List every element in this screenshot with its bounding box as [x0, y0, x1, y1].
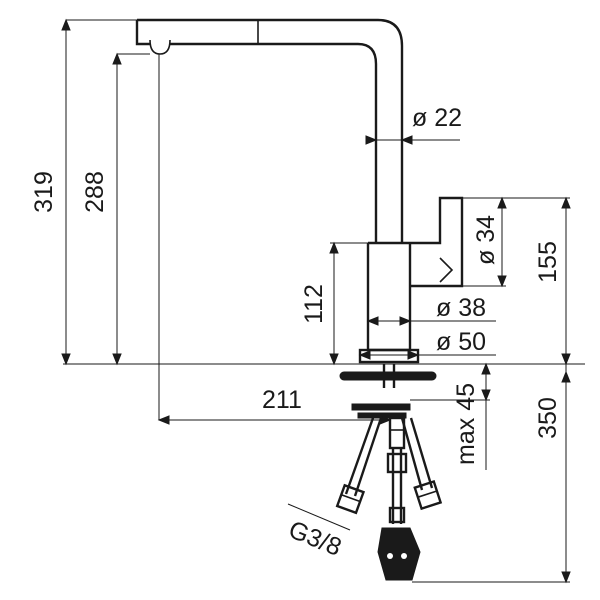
- label-diameter-base: ø 50: [436, 328, 486, 356]
- center-hose-sleeve: [388, 506, 406, 524]
- center-hose-connector: [388, 416, 406, 450]
- lever-detail: [439, 257, 454, 283]
- center-hose-clip: [386, 452, 408, 474]
- deck-mounting: [63, 363, 585, 419]
- hose-right-fitting: [413, 479, 443, 511]
- counterweight-hole-left: [387, 553, 393, 559]
- label-diameter-body: ø 38: [436, 294, 486, 322]
- base-plate: [358, 348, 420, 364]
- label-diameter-spout: ø 22: [412, 104, 462, 132]
- spout-outer-line: [137, 18, 404, 243]
- spray-nozzle: [149, 39, 171, 55]
- label-hose-length: 350: [534, 397, 562, 439]
- label-diameter-handle: ø 34: [472, 215, 500, 265]
- arrowheads: [61, 18, 571, 584]
- hose-left-a: [344, 417, 375, 495]
- label-max-deck: max 45: [452, 383, 480, 465]
- hose-left-b: [353, 417, 383, 497]
- counterweight: [377, 527, 421, 581]
- label-reach: 211: [262, 386, 302, 414]
- label-thread: G3/8: [285, 515, 346, 561]
- label-height-total: 319: [30, 171, 58, 213]
- label-height-body: 112: [300, 284, 328, 324]
- center-hose: [391, 448, 403, 524]
- lever-handle: [410, 196, 464, 288]
- hoses: [335, 416, 443, 581]
- spout-outline: [135, 18, 404, 243]
- dim-thread-leader: [287, 503, 351, 531]
- counterweight-hole-right: [401, 553, 407, 559]
- hose-right-b: [409, 417, 434, 489]
- label-height-handle: 155: [534, 241, 562, 283]
- label-height-spout: 288: [81, 171, 109, 213]
- mounting-washer-top: [339, 371, 437, 381]
- hose-left-fitting: [335, 483, 366, 515]
- spout-inner-line: [170, 42, 378, 243]
- dimension-lines: [65, 19, 570, 583]
- hose-right-a: [400, 417, 424, 491]
- body-cylinder: [366, 243, 412, 352]
- spout-tip-left: [135, 20, 150, 46]
- mounting-washer-mid: [351, 403, 411, 411]
